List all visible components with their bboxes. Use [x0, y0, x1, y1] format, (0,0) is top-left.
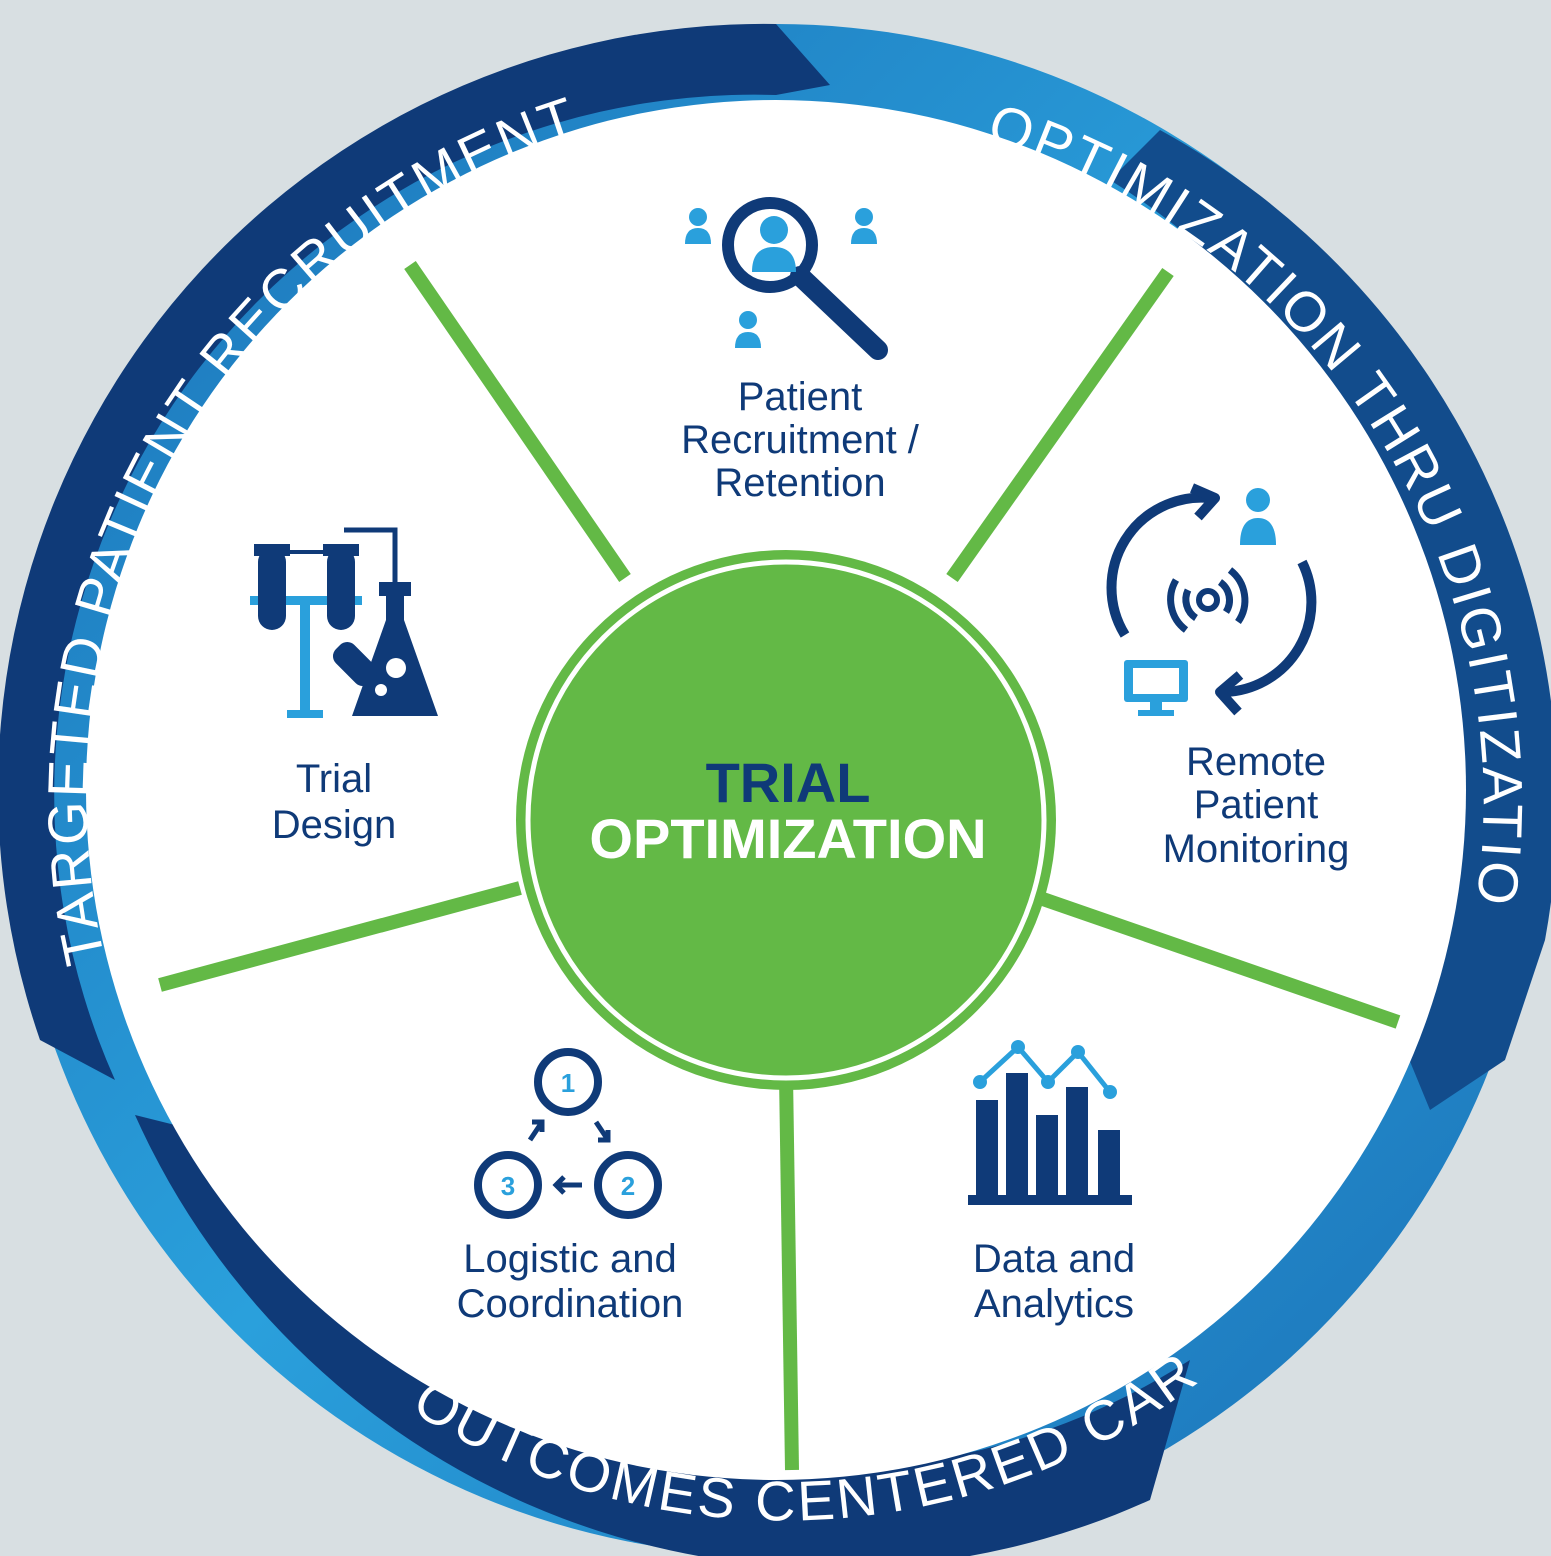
segment-label-line2: Recruitment /: [681, 418, 920, 462]
segment-label-line2: Coordination: [457, 1282, 684, 1326]
segment-label-line2: Analytics: [974, 1282, 1134, 1326]
step-number-2: 2: [621, 1171, 635, 1201]
segment-label-line3: Retention: [714, 461, 885, 505]
segment-label-line1: Patient: [738, 375, 863, 419]
segment-dividers: [158, 261, 1401, 1471]
step-number-1: 1: [561, 1068, 575, 1098]
segment-label-line1: Logistic and: [463, 1237, 676, 1281]
center-title-line1: TRIAL: [706, 751, 871, 814]
cycle-steps-icon: 1 2 3: [474, 1048, 662, 1219]
segment-patient-recruitment: Patient Recruitment / Retention: [681, 197, 920, 505]
segment-data-analytics: Data and Analytics: [968, 1040, 1135, 1326]
segment-label-line1: Data and: [973, 1237, 1135, 1281]
center-circle-inner-ring: [525, 559, 1047, 1081]
segment-trial-design: Trial Design: [250, 527, 438, 847]
segment-remote-monitoring: Remote Patient Monitoring: [1106, 483, 1350, 871]
segment-label-line3: Monitoring: [1163, 827, 1350, 871]
step-number-3: 3: [501, 1171, 515, 1201]
segment-label-line2: Patient: [1194, 783, 1319, 827]
lab-glassware-icon: [250, 527, 438, 718]
segment-logistic: 1 2 3 Logistic and Coordination: [457, 1048, 684, 1326]
center-circle: [516, 550, 1056, 1090]
bar-chart-icon: [968, 1040, 1132, 1205]
remote-monitoring-icon: [1106, 483, 1317, 716]
ring-band-top-left: [0, 23, 830, 1080]
segment-label-line1: Remote: [1186, 740, 1326, 784]
center-title-line2: OPTIMIZATION: [589, 807, 986, 870]
segment-label-line2: Design: [272, 803, 397, 847]
magnifier-person-icon: [685, 197, 888, 360]
segment-label-line1: Trial: [296, 757, 372, 801]
